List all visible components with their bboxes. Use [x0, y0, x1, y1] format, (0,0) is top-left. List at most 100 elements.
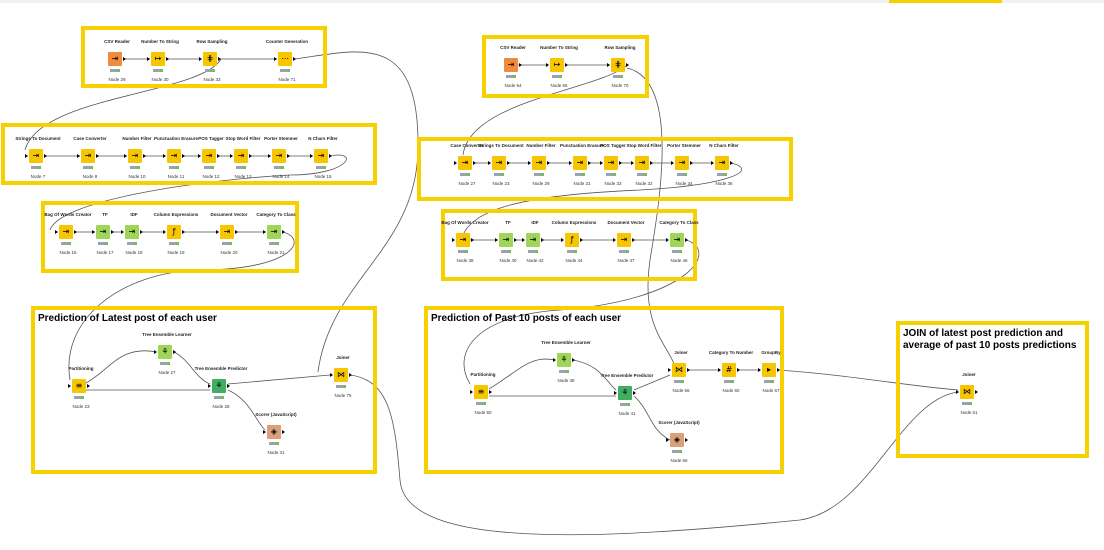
idf-icon[interactable]: ⇥	[121, 225, 143, 239]
node-id-label[interactable]: Node 20	[220, 250, 238, 255]
input-port[interactable]	[121, 230, 124, 234]
workflow-node[interactable]: Joiner⋈Node 56	[658, 350, 704, 402]
input-port[interactable]	[198, 154, 201, 158]
tree-ensemble-learner-icon[interactable]: ⚘	[154, 345, 176, 359]
node-label[interactable]: Row Sampling	[604, 45, 636, 50]
node-label[interactable]: GroupBy	[761, 350, 781, 355]
workflow-node[interactable]: Bag Of Words Creator⇥Node 38	[441, 220, 488, 272]
node-label[interactable]: Strings To Document	[15, 136, 61, 141]
output-port[interactable]	[249, 154, 252, 158]
number-filter-icon[interactable]: ⇥	[124, 149, 146, 163]
workflow-node[interactable]: Scorer (JavaScript)◈Node 66	[656, 420, 702, 472]
output-port[interactable]	[650, 161, 653, 165]
node-label[interactable]: Document Vector	[607, 220, 645, 225]
workflow-node[interactable]: Tree Ensemble Learner⚘Node 38	[541, 340, 591, 392]
node-label[interactable]: Joiner	[336, 355, 350, 360]
workflow-node[interactable]: Punctuation Erasure⇥Node 31	[559, 143, 605, 195]
node-label[interactable]: IDF	[531, 220, 539, 225]
node-id-label[interactable]: Node 66	[670, 458, 688, 463]
node-label[interactable]: Tree Ensemble Predictor	[600, 373, 654, 378]
input-port[interactable]	[528, 161, 531, 165]
tree-ensemble-predictor-icon[interactable]: ⚘	[614, 386, 636, 400]
porter-stemmer-icon[interactable]: ⇥	[671, 156, 693, 170]
workflow-node[interactable]: Porter Stemmer⇥Node 34	[661, 143, 707, 195]
csv-reader-icon[interactable]: ⇥	[504, 58, 522, 72]
workflow-node[interactable]: Partitioning≡Node 50	[460, 372, 506, 424]
node-id-label[interactable]: Node 75	[334, 393, 352, 398]
stop-word-filter-icon[interactable]: ⇥	[230, 149, 252, 163]
output-port[interactable]	[143, 154, 146, 158]
node-label[interactable]: Strings To Document	[478, 143, 524, 148]
workflow-node[interactable]: Case Converter⇥Node 27	[444, 143, 490, 195]
output-port[interactable]	[282, 230, 285, 234]
node-label[interactable]: CSV Reader	[500, 45, 526, 50]
workflow-node[interactable]: Strings To Document⇥Node 23	[478, 143, 524, 195]
workflow-node[interactable]: Row Sampling⋕Node 70	[597, 45, 643, 97]
scorer-icon[interactable]: ◈	[263, 425, 285, 439]
node-label[interactable]: Scorer (JavaScript)	[658, 420, 700, 425]
node-label[interactable]: Bag Of Words Creator	[44, 212, 92, 217]
output-port[interactable]	[685, 438, 688, 442]
node-id-label[interactable]: Node 27	[458, 181, 476, 186]
input-port[interactable]	[718, 368, 721, 372]
node-id-label[interactable]: Node 16	[59, 250, 77, 255]
output-port[interactable]	[580, 238, 583, 242]
workflow-node[interactable]: Tree Ensemble Learner⚘Node 27	[142, 332, 192, 384]
strings-to-document-icon[interactable]: ⇥	[25, 149, 47, 163]
input-port[interactable]	[163, 154, 166, 158]
input-port[interactable]	[666, 238, 669, 242]
workflow-node[interactable]: Category To Number#Node 60	[708, 350, 754, 402]
partitioning-icon[interactable]: ≡	[68, 379, 90, 393]
workflow-node[interactable]: Category To Class⇥Node 21	[253, 212, 299, 264]
output-port[interactable]	[87, 384, 90, 388]
pos-tagger-icon[interactable]: ⇥	[198, 149, 220, 163]
csv-reader-icon[interactable]: ⇥	[108, 52, 126, 66]
input-port[interactable]	[711, 161, 714, 165]
workflow-node[interactable]: POS Tagger⇥Node 12	[188, 136, 234, 188]
node-id-label[interactable]: Node 42	[526, 258, 544, 263]
column-expressions-icon[interactable]: ƒ	[163, 225, 185, 239]
input-port[interactable]	[600, 161, 603, 165]
workflow-node[interactable]: Joiner⋈Node 75	[320, 355, 366, 407]
node-label[interactable]: Document Vector	[210, 212, 248, 217]
node-label[interactable]: Partitioning	[470, 372, 496, 377]
node-label[interactable]: Tree Ensemble Predictor	[194, 366, 248, 371]
case-converter-icon[interactable]: ⇥	[77, 149, 99, 163]
input-port[interactable]	[263, 230, 266, 234]
input-port[interactable]	[124, 154, 127, 158]
node-id-label[interactable]: Node 38	[557, 378, 575, 383]
output-port[interactable]	[217, 154, 220, 158]
node-id-label[interactable]: Node 15	[314, 174, 332, 179]
output-port[interactable]	[473, 161, 476, 165]
node-id-label[interactable]: Node 32	[635, 181, 653, 186]
partitioning-icon[interactable]: ≡	[470, 385, 492, 399]
workflow-node[interactable]: POS Tagger⇥Node 33	[590, 143, 636, 195]
node-id-label[interactable]: Node 40	[499, 258, 517, 263]
joiner-icon[interactable]: ⋈	[668, 363, 690, 377]
output-port[interactable]	[96, 154, 99, 158]
node-label[interactable]: Tree Ensemble Learner	[541, 340, 591, 345]
input-port[interactable]	[25, 154, 28, 158]
input-port[interactable]	[163, 230, 166, 234]
input-port[interactable]	[310, 154, 313, 158]
node-id-label[interactable]: Node 30	[151, 77, 169, 82]
document-vector-icon[interactable]: ⇥	[613, 233, 635, 247]
output-port[interactable]	[547, 161, 550, 165]
output-port[interactable]	[173, 350, 176, 354]
punctuation-erasure-icon[interactable]: ⇥	[163, 149, 185, 163]
node-id-label[interactable]: Node 11	[167, 174, 185, 179]
input-port[interactable]	[758, 368, 761, 372]
output-port[interactable]	[975, 390, 978, 394]
workflow-node[interactable]: GroupBy▸Node 67	[748, 350, 794, 402]
node-id-label[interactable]: Node 10	[128, 174, 146, 179]
workflow-node[interactable]: Number To String↦Node 65	[536, 45, 582, 97]
input-port[interactable]	[495, 238, 498, 242]
annotation-box[interactable]	[81, 26, 327, 88]
node-id-label[interactable]: Node 61	[960, 410, 978, 415]
input-port[interactable]	[274, 57, 277, 61]
node-label[interactable]: Category To Number	[708, 350, 754, 355]
workflow-node[interactable]: Punctuation Erasure⇥Node 11	[153, 136, 199, 188]
workflow-node[interactable]: Number To String↦Node 30	[137, 39, 183, 91]
input-port[interactable]	[671, 161, 674, 165]
workflow-node[interactable]: Joiner⋈Node 61	[946, 372, 992, 424]
